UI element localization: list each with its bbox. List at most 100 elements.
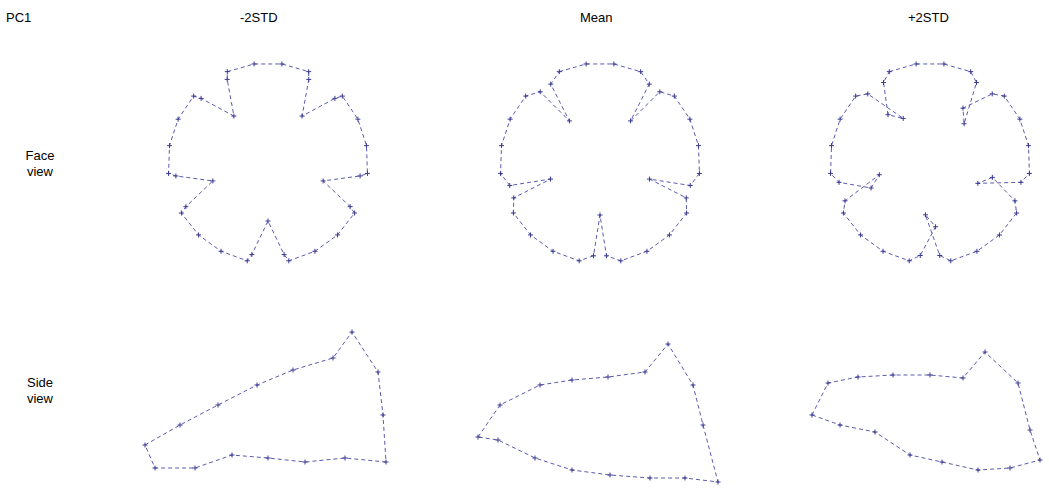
landmark [691, 383, 696, 388]
landmark [606, 375, 611, 380]
landmark [643, 370, 648, 375]
landmark [584, 61, 589, 66]
landmark [176, 117, 181, 122]
landmark [648, 476, 653, 481]
side-outline [145, 332, 386, 468]
landmark [312, 249, 317, 254]
landmark [828, 171, 833, 176]
landmark [1026, 143, 1031, 148]
landmark [990, 91, 995, 96]
landmark [538, 89, 543, 94]
landmark [508, 117, 513, 122]
landmark [1014, 211, 1019, 216]
landmark [976, 468, 981, 473]
landmark-points [476, 342, 721, 485]
landmark [511, 211, 516, 216]
landmark [908, 453, 913, 458]
landmark [628, 118, 633, 123]
landmark [179, 211, 184, 216]
landmark [598, 213, 603, 218]
landmark [829, 143, 834, 148]
landmark [567, 118, 572, 123]
landmark [528, 232, 533, 237]
landmark [511, 195, 516, 200]
landmark [960, 106, 965, 111]
landmark [1017, 117, 1022, 122]
landmark [225, 77, 230, 82]
landmark [306, 69, 311, 74]
landmark [381, 413, 386, 418]
landmark [496, 438, 501, 443]
landmark [476, 435, 481, 440]
landmark [548, 177, 553, 182]
landmark [1002, 94, 1007, 99]
landmark [886, 112, 891, 117]
landmark [974, 249, 979, 254]
landmark [604, 253, 609, 258]
landmark [1027, 171, 1032, 176]
landmark [358, 173, 363, 178]
landmark [914, 61, 919, 66]
landmark [666, 342, 671, 347]
landmark [873, 430, 878, 435]
landmark [577, 258, 582, 263]
landmark [891, 373, 896, 378]
landmark [697, 171, 702, 176]
landmark [331, 356, 336, 361]
landmark [881, 80, 886, 85]
side-outline [812, 352, 1040, 470]
landmark [881, 249, 886, 254]
landmark [376, 370, 381, 375]
landmark [249, 252, 254, 257]
landmark [638, 69, 643, 74]
landmark [167, 143, 172, 148]
landmark [907, 258, 912, 263]
landmark [968, 69, 973, 74]
landmark [570, 468, 575, 473]
landmark [838, 423, 843, 428]
landmark-points [810, 350, 1043, 473]
landmark [975, 181, 980, 186]
landmark [887, 69, 892, 74]
face-outline [169, 64, 368, 261]
landmark [843, 198, 848, 203]
landmark [498, 403, 503, 408]
landmark [667, 232, 672, 237]
landmark [684, 195, 689, 200]
landmark [216, 403, 221, 408]
column-header: -2STD [240, 10, 300, 26]
landmark [684, 211, 689, 216]
landmark [696, 143, 701, 148]
landmark [856, 375, 861, 380]
landmark [1038, 458, 1043, 463]
face-outline [501, 64, 700, 261]
landmark [321, 178, 326, 183]
landmark [983, 350, 988, 355]
landmark [858, 232, 863, 237]
landmark [364, 143, 369, 148]
landmark [538, 383, 543, 388]
landmark [990, 175, 995, 180]
landmark [551, 249, 556, 254]
landmark [384, 460, 389, 465]
landmark [933, 224, 938, 229]
landmark [611, 61, 616, 66]
landmark-points [498, 61, 702, 263]
landmark [173, 173, 178, 178]
landmark [701, 423, 706, 428]
landmark [498, 171, 503, 176]
landmark [974, 80, 979, 85]
landmark [219, 249, 224, 254]
landmark [348, 204, 353, 209]
landmark [1016, 381, 1021, 386]
landmark [499, 143, 504, 148]
landmark [618, 258, 623, 263]
landmark [657, 89, 662, 94]
landmark [948, 258, 953, 263]
side-outline [478, 344, 718, 482]
landmark [343, 456, 348, 461]
component-label: PC1 [6, 10, 56, 26]
landmark [687, 117, 692, 122]
landmark [941, 61, 946, 66]
landmark [255, 383, 260, 388]
